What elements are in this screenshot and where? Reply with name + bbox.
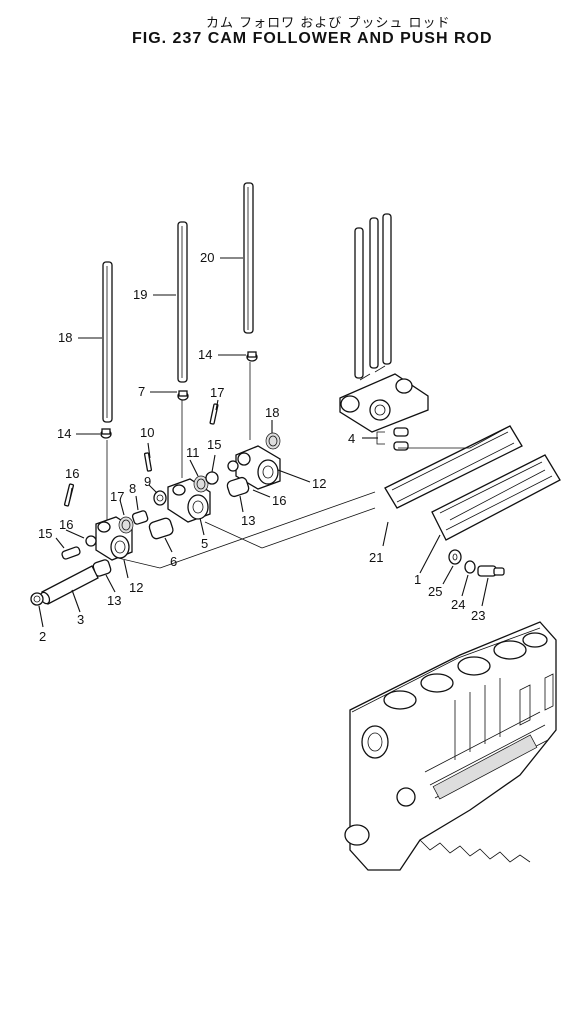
push-rod-21 bbox=[243, 182, 254, 334]
cam-follower-12-left bbox=[95, 516, 133, 561]
washer-9 bbox=[153, 490, 167, 506]
nut-16-right bbox=[227, 460, 239, 472]
cap-7 bbox=[177, 390, 189, 401]
push-rod-19 bbox=[102, 261, 113, 423]
callout-23: 23 bbox=[471, 608, 485, 623]
spring-18-right bbox=[265, 432, 281, 450]
bolt-23 bbox=[477, 565, 505, 577]
cam-follower-12-right bbox=[235, 445, 281, 490]
callout-11: 11 bbox=[186, 445, 200, 460]
callout-22: 21 bbox=[369, 550, 383, 565]
washer-24 bbox=[464, 560, 476, 574]
washer-25 bbox=[448, 549, 462, 565]
callout-14-left: 14 bbox=[57, 426, 71, 441]
callout-12-right: 12 bbox=[312, 476, 326, 491]
bolt-15-left bbox=[61, 546, 81, 560]
callout-24: 24 bbox=[451, 597, 465, 612]
engine-block bbox=[344, 621, 557, 871]
callout-18-right: 18 bbox=[265, 405, 279, 420]
callout-4: 4 bbox=[348, 431, 355, 446]
bolt-4 bbox=[376, 427, 409, 451]
nut-16-left bbox=[85, 535, 97, 547]
spring-11 bbox=[193, 475, 209, 493]
callout-10: 10 bbox=[140, 425, 154, 440]
callout-18-left: 17 bbox=[110, 489, 124, 504]
callout-7: 7 bbox=[138, 384, 145, 399]
assembly-outline bbox=[117, 491, 376, 569]
assembled-follower-unit bbox=[339, 213, 429, 433]
callout-25: 25 bbox=[428, 584, 442, 599]
spring-15-mid bbox=[205, 471, 219, 485]
pin-17-left bbox=[63, 483, 75, 507]
callout-2: 2 bbox=[39, 629, 46, 644]
callout-6: 6 bbox=[170, 554, 177, 569]
callout-15-left: 15 bbox=[38, 526, 52, 541]
callout-1: 1 bbox=[414, 572, 421, 587]
callout-13-left: 13 bbox=[107, 593, 121, 608]
callout-12-left: 12 bbox=[129, 580, 143, 595]
callout-16-left: 16 bbox=[59, 517, 73, 532]
figure-title: FIG. 237 CAM FOLLOWER AND PUSH ROD bbox=[132, 30, 493, 47]
push-rod-20 bbox=[177, 221, 188, 383]
leader-lines bbox=[38, 257, 489, 628]
bushing-8 bbox=[131, 510, 149, 525]
callout-20: 19 bbox=[133, 287, 147, 302]
callout-15-mid: 15 bbox=[207, 437, 221, 452]
callout-21: 20 bbox=[200, 250, 214, 265]
spring-18-left bbox=[118, 516, 134, 534]
cover-1 bbox=[431, 454, 561, 541]
pin-10 bbox=[143, 452, 153, 472]
callout-19: 18 bbox=[58, 330, 72, 345]
callout-9: 9 bbox=[144, 474, 151, 489]
callout-5: 5 bbox=[201, 536, 208, 551]
callout-16-right: 16 bbox=[272, 493, 286, 508]
cap-14-left bbox=[100, 428, 112, 439]
callout-8: 8 bbox=[129, 481, 136, 496]
callout-labels: 18 19 20 14 7 14 10 17 18 15 11 9 8 12 1… bbox=[38, 250, 485, 644]
bushing-6 bbox=[148, 517, 174, 540]
shaft-3 bbox=[39, 565, 99, 605]
callout-3: 3 bbox=[77, 612, 84, 627]
callout-17-left: 16 bbox=[65, 466, 79, 481]
bushing-13-right bbox=[226, 476, 250, 498]
callout-17-right: 17 bbox=[210, 385, 224, 400]
figure-subtitle-jp: カム フォロワ および プッシュ ロッド bbox=[206, 16, 451, 31]
gasket-22 bbox=[384, 425, 523, 509]
cap-14-right bbox=[246, 351, 258, 362]
callout-14-right: 14 bbox=[198, 347, 212, 362]
callout-13-right: 13 bbox=[241, 513, 255, 528]
plug-2 bbox=[30, 592, 44, 606]
